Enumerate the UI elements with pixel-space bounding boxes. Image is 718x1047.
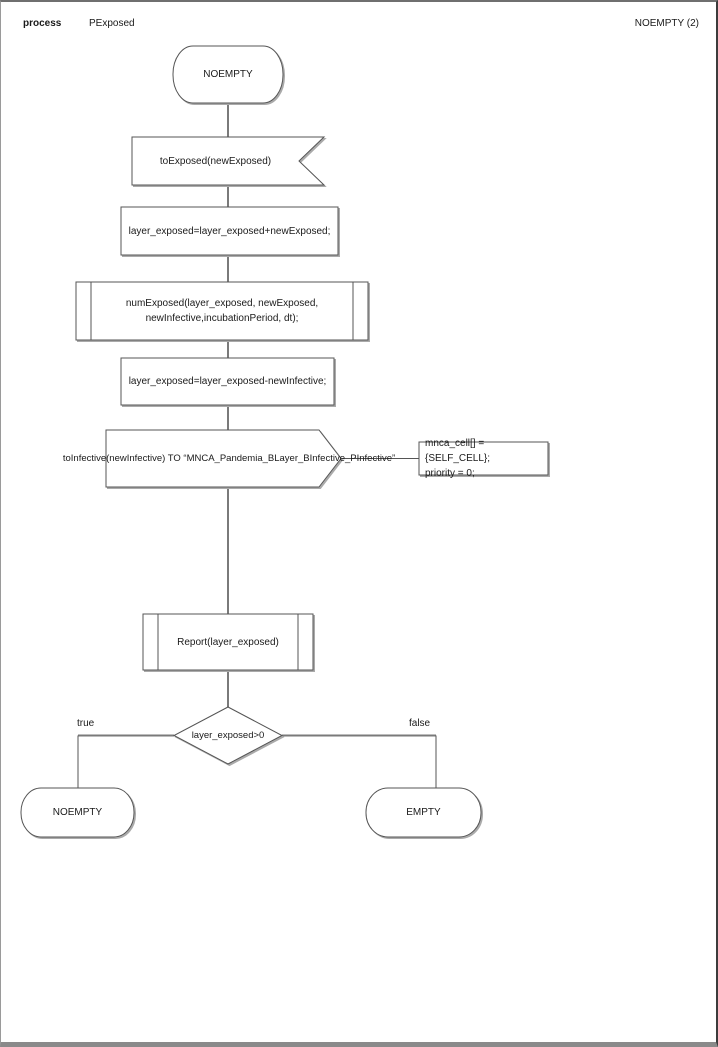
task-add-shape[interactable] [120, 206, 339, 256]
task-subtract-shape[interactable] [120, 357, 335, 406]
start-state-shape[interactable] [172, 45, 284, 104]
procedure-report-shape[interactable] [142, 613, 314, 671]
output-signal-label: toInfective(newInfective) TO “MNCA_Pande… [62, 453, 396, 464]
input-signal-label: toExposed(newExposed) [159, 155, 272, 167]
branch-false-label: false [409, 717, 431, 729]
comment-box-shape[interactable] [418, 441, 549, 476]
end-state-empty-label: EMPTY [406, 807, 441, 818]
process-name-label: PExposed [89, 18, 135, 29]
procedure-report-label: Report(layer_exposed) [177, 636, 279, 648]
output-signal-shape[interactable] [105, 429, 342, 488]
procedure-bars [90, 282, 354, 670]
procedure-numexposed-label: numExposed(layer_exposed, newExposed, ne… [125, 298, 319, 324]
end-state-noempty-label: NOEMPTY [52, 807, 103, 818]
decision-diamond-shape[interactable] [172, 706, 284, 765]
connector-lines [78, 103, 436, 737]
branch-true-label: true [77, 717, 95, 729]
end-state-empty-shape[interactable] [365, 787, 482, 838]
procedure-numexposed-shape[interactable] [75, 281, 369, 341]
page-number-label: NOEMPTY (2) [634, 18, 699, 29]
process-keyword-label: process [23, 18, 62, 29]
thin-connectors [77, 458, 437, 788]
task-subtract-label: layer_exposed=layer_exposed-newInfective… [128, 376, 327, 387]
task-add-label: layer_exposed=layer_exposed+newExposed; [128, 225, 331, 237]
start-state-label: NOEMPTY [203, 69, 253, 80]
input-signal-shape[interactable] [131, 136, 326, 186]
end-state-noempty-shape[interactable] [20, 787, 135, 838]
comment-label: mnca_cell[] = {SELF_CELL}; priority = 0; [425, 438, 491, 479]
decision-label: layer_exposed>0 [191, 730, 265, 741]
